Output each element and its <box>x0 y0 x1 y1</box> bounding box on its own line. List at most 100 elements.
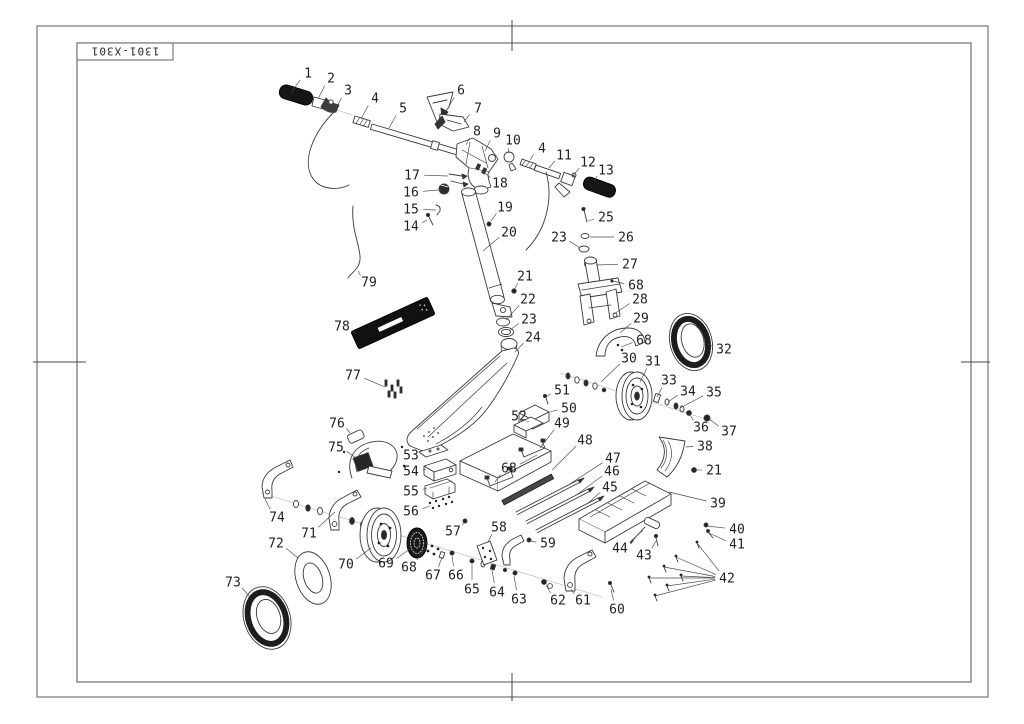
part-number-4: 4 <box>538 142 546 157</box>
bottom-cover-drawing <box>578 480 672 544</box>
part-number-38: 38 <box>697 440 713 455</box>
leader-line <box>422 468 427 471</box>
part-number-24: 24 <box>525 331 541 346</box>
leader-line <box>317 85 325 100</box>
part-number-13: 13 <box>598 164 614 179</box>
screw-part41-drawing <box>706 529 714 539</box>
brake-bracket-part58-drawing <box>476 534 525 566</box>
sheet-frame: 1301-X301 <box>33 20 990 701</box>
handlebar-tube-drawing <box>369 123 459 156</box>
part-number-23: 23 <box>521 313 537 328</box>
leader-line <box>241 587 251 598</box>
part-number-4: 4 <box>371 92 379 107</box>
deck-screws-drawing <box>384 379 403 399</box>
leader-line <box>463 114 470 123</box>
leader-line <box>491 569 495 584</box>
leader-line <box>549 409 558 413</box>
part-number-30: 30 <box>621 352 637 367</box>
part-number-67: 67 <box>425 569 441 584</box>
leader-line <box>494 474 501 483</box>
leader-line <box>570 588 575 595</box>
leader-line <box>507 148 510 154</box>
part-number-29: 29 <box>633 312 649 327</box>
part-number-49: 49 <box>554 417 570 432</box>
magnet-ring-drawing <box>406 527 428 559</box>
part-number-46: 46 <box>604 465 620 480</box>
part-number-45: 45 <box>602 481 618 496</box>
leader-line <box>611 280 625 284</box>
part-number-15: 15 <box>403 203 419 218</box>
leader-line <box>352 330 357 335</box>
throttle-cable-drawing <box>525 171 550 251</box>
left-bracket-drawing <box>261 459 294 499</box>
part-number-61: 61 <box>575 594 591 609</box>
part-number-37: 37 <box>721 425 737 440</box>
leader-line <box>487 534 493 543</box>
leader-line <box>620 342 633 348</box>
leader-line <box>666 578 716 587</box>
leader-line <box>706 525 726 529</box>
bar-spacer2-drawing <box>519 158 537 171</box>
screw-part14-drawing <box>425 212 434 226</box>
part-number-14: 14 <box>403 220 419 235</box>
leader-line <box>422 505 431 510</box>
leader-line <box>586 492 601 505</box>
part-number-68: 68 <box>636 334 652 349</box>
part-number-68: 68 <box>401 561 417 576</box>
part-number-74: 74 <box>269 511 285 526</box>
leader-line <box>364 377 386 388</box>
part-number-31: 31 <box>645 355 661 370</box>
part-number-42: 42 <box>719 572 735 587</box>
left-grip-drawing <box>278 84 314 106</box>
part-number-22: 22 <box>520 293 536 308</box>
leader-line <box>629 529 644 543</box>
front-fork-drawing <box>577 256 623 326</box>
pins-part18-drawing <box>475 163 488 175</box>
axle-washers-left-drawing <box>293 500 323 515</box>
leader-line <box>490 213 497 222</box>
part-number-72: 72 <box>268 537 284 552</box>
bearing-part23-drawing <box>498 326 514 338</box>
part-number-7: 7 <box>474 102 482 117</box>
left-lever-clamp-drawing <box>311 96 340 113</box>
brake-lever-drawing <box>434 113 470 132</box>
part-number-1: 1 <box>304 67 312 82</box>
leader-line <box>318 511 336 528</box>
leader-line <box>396 548 411 559</box>
leader-line <box>355 547 372 560</box>
deck-frame-drawing <box>406 338 519 452</box>
part-number-77: 77 <box>345 369 361 384</box>
leader-line <box>438 556 443 568</box>
leader-line <box>679 395 704 409</box>
part-number-8: 8 <box>473 125 481 140</box>
leader-line <box>422 209 437 211</box>
part-number-28: 28 <box>632 293 648 308</box>
part-number-55: 55 <box>403 485 419 500</box>
leader-line <box>619 322 632 334</box>
leader-line <box>651 540 657 549</box>
leader-line <box>513 575 517 591</box>
leader-line <box>545 393 552 398</box>
leader-line <box>422 219 428 224</box>
part-number-57: 57 <box>445 525 461 540</box>
leader-line <box>587 218 595 222</box>
rear-tire-drawing <box>242 586 292 650</box>
rim-ring-drawing <box>294 551 332 605</box>
mudguard-drawing <box>656 436 686 478</box>
mount-bracket-drawing <box>424 478 456 500</box>
leader-line <box>610 588 614 601</box>
part-number-63: 63 <box>511 593 527 608</box>
part-number-56: 56 <box>403 505 419 520</box>
part-number-36: 36 <box>693 421 709 436</box>
leader-line <box>484 140 491 152</box>
leader-line <box>551 445 577 471</box>
leader-line <box>696 542 720 572</box>
part-number-27: 27 <box>622 258 638 273</box>
latch-knob-drawing <box>503 151 517 172</box>
part-number-75: 75 <box>328 441 344 456</box>
leader-line <box>482 237 500 252</box>
leader-line <box>548 160 556 169</box>
part-number-20: 20 <box>501 226 517 241</box>
leader-line <box>290 79 301 94</box>
